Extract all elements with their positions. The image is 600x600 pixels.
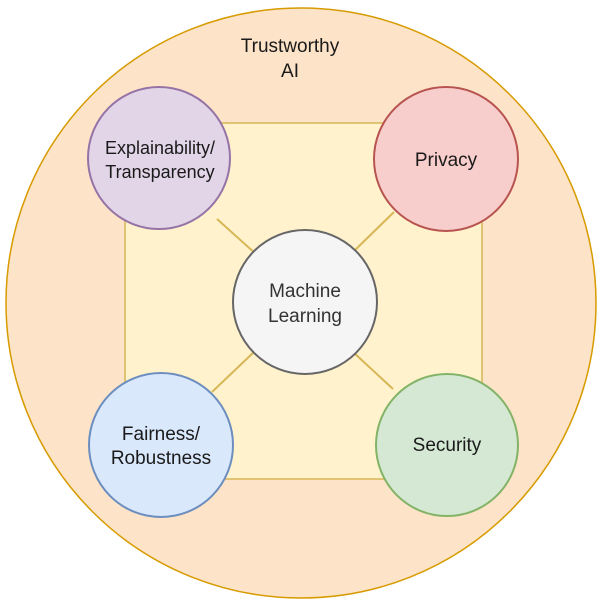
- fairness-label-line-1: Fairness/: [122, 424, 201, 445]
- security-label: Security: [413, 435, 482, 456]
- machine-learning-label-line-2: Learning: [268, 306, 342, 327]
- machine-learning-label-line-1: Machine: [269, 281, 341, 302]
- machine-learning-node: [232, 229, 378, 375]
- privacy-label: Privacy: [415, 150, 478, 171]
- explainability-node: [87, 86, 231, 230]
- fairness-label-line-2: Robustness: [111, 448, 211, 469]
- security-node: [375, 373, 519, 517]
- explainability-label-line-1: Explainability/: [105, 138, 215, 158]
- title-line-1: Trustworthy: [241, 36, 340, 57]
- connector-explainability: [216, 218, 258, 256]
- connector-fairness: [211, 350, 256, 393]
- fairness-node: [88, 372, 234, 518]
- privacy-node: [373, 86, 519, 232]
- explainability-label-line-2: Transparency: [105, 162, 214, 182]
- connector-security: [352, 351, 394, 390]
- title-line-2: AI: [281, 61, 299, 82]
- connector-privacy: [352, 211, 395, 253]
